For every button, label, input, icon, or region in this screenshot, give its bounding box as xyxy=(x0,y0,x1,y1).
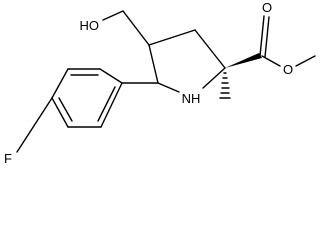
ring-bond-6 xyxy=(100,82,123,128)
c2-methyl-hashed-wedge xyxy=(219,72,231,99)
ester-oxygen-label: O xyxy=(283,62,293,77)
bond-carbonyl-ester-o xyxy=(261,55,281,67)
ring-inner-bond-b xyxy=(58,97,73,122)
methyl-ester-group: O O xyxy=(225,0,316,77)
bond-ester-o-methyl xyxy=(295,55,316,67)
bond-c5-c4 xyxy=(148,44,159,84)
bond-ch2-o xyxy=(102,10,124,21)
structure-canvas: HO O O NH F xyxy=(4,0,316,166)
amine-label: NH xyxy=(182,91,201,106)
bond-c2-n xyxy=(202,67,226,89)
benzene-ring xyxy=(51,68,123,128)
carbonyl-oxygen-label: O xyxy=(262,0,272,15)
ring-bond-3 xyxy=(51,68,69,99)
hydroxyl-label: HO xyxy=(80,18,100,33)
ring-inner-bond-c xyxy=(97,86,116,122)
bond-c3-c2 xyxy=(194,29,226,69)
hydroxymethyl-group: HO xyxy=(80,10,150,46)
bond-carbonyl-double-b xyxy=(264,16,270,58)
molecule-structure: HO O O NH F xyxy=(4,0,316,166)
fluorophenyl-group: F xyxy=(4,68,159,166)
fluorine-label: F xyxy=(4,151,12,166)
bond-c4-ch2 xyxy=(122,10,150,46)
bond-n-c5 xyxy=(157,82,180,93)
ring-bond-4 xyxy=(51,97,69,128)
wedge-bond-c2-carbonyl xyxy=(225,53,262,68)
bond-c4-c3 xyxy=(148,29,196,46)
bond-aryl-fluorine xyxy=(16,97,53,153)
bond-carbonyl-double-a xyxy=(259,15,265,57)
pyrrolidine-ring xyxy=(148,29,226,93)
ring-bond-1 xyxy=(99,68,123,84)
